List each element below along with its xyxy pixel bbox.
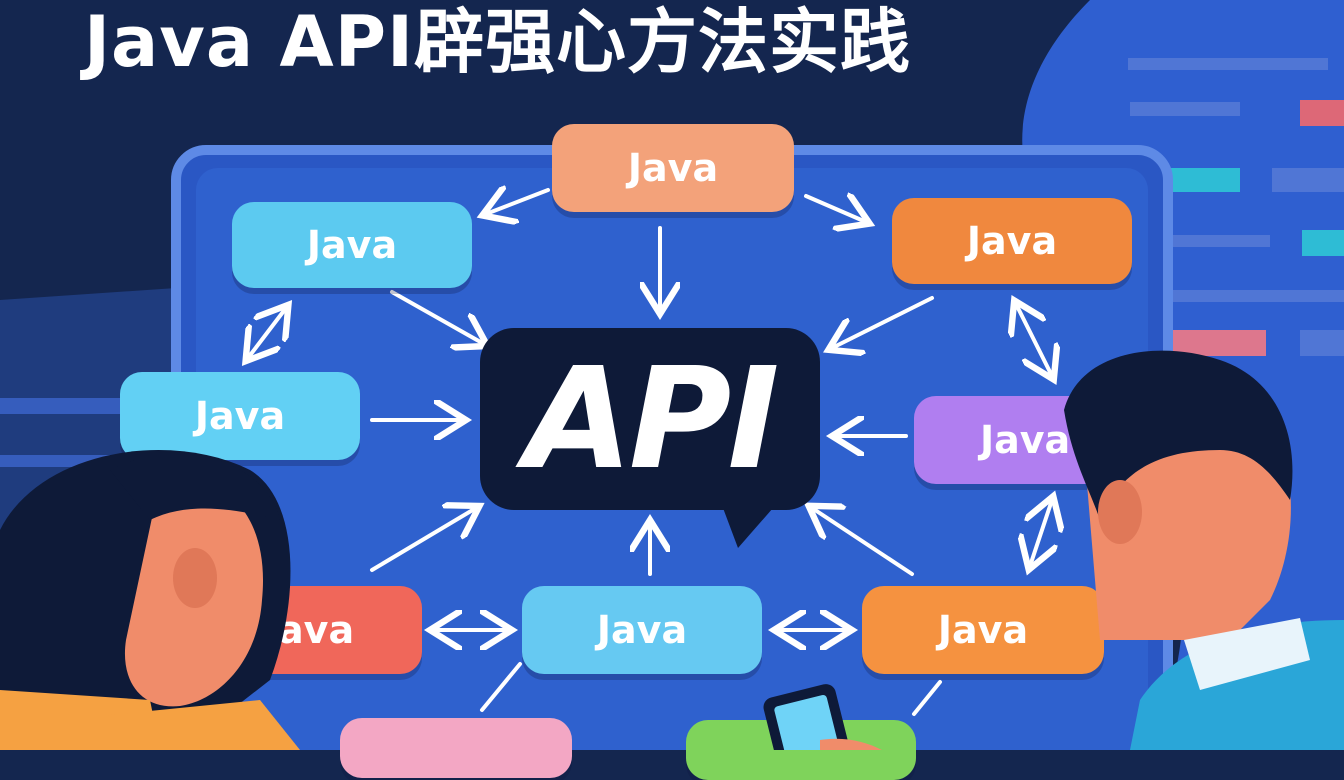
connector-line-lower-left: [480, 662, 522, 712]
woman-figure: [0, 450, 300, 750]
java-node-bottom-right: Java: [862, 586, 1104, 674]
arrow-right-bidir: [1016, 304, 1052, 376]
api-speech-bubble: API: [480, 328, 820, 510]
phone-illustration: [763, 684, 882, 750]
java-node-upper-right: Java: [892, 198, 1132, 284]
java-node-bottom-center: Java: [522, 586, 762, 674]
arrow-top-to-right: [804, 196, 866, 222]
java-node-top: Java: [552, 124, 794, 212]
arrow-left-to-api: [390, 290, 484, 344]
arrow-left-bidir: [248, 308, 286, 358]
page-title: Java API辟强心方法实践: [84, 1, 912, 83]
connector-line-lower-right: [912, 680, 942, 716]
people-illustration: [0, 350, 1344, 750]
arrow-right-to-api: [832, 296, 934, 348]
arrow-bottomright-to-api: [812, 508, 914, 576]
api-label: API: [524, 337, 779, 501]
man-figure: [1064, 350, 1344, 750]
arrow-bottomleft-to-api: [370, 508, 476, 572]
java-node-upper-left: Java: [232, 202, 472, 288]
java-node-mid-left: Java: [120, 372, 360, 460]
connector-arrows: [0, 0, 1344, 716]
arrow-top-to-left: [486, 190, 550, 214]
api-bubble-tail: [720, 500, 780, 548]
arrow-right-lower-bidir: [1030, 500, 1052, 566]
